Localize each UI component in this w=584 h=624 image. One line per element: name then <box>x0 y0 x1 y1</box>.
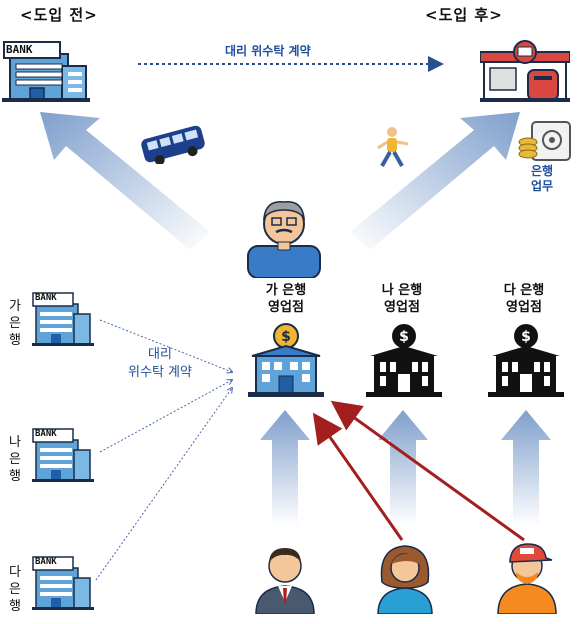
side-bank-da-icon: BANK <box>32 556 94 610</box>
businessman-icon <box>252 542 318 614</box>
svg-text:$: $ <box>399 329 409 345</box>
svg-text:$: $ <box>521 329 531 345</box>
branch-sub-ga: 영업점 <box>268 300 304 315</box>
contract-mid-line-2: 위수탁 계약 <box>128 365 192 380</box>
branch-sub-da: 영업점 <box>506 300 542 315</box>
woman-icon <box>372 542 438 614</box>
contract-label-mid: 대리 위수탁 계약 <box>110 346 210 382</box>
safe-money-icon <box>518 120 572 162</box>
bank-word-top: BANK <box>6 43 33 56</box>
side-bank-label-na: 나은행 <box>9 435 21 484</box>
up-arrow-2 <box>378 410 428 526</box>
side-bank-word-na: BANK <box>35 429 57 439</box>
branch-name-da: 다 은행 <box>503 283 545 298</box>
branch-label-ga: 가 은행 영업점 <box>244 282 328 316</box>
branch-name-na: 나 은행 <box>381 283 423 298</box>
bank-work-label: 은행 업무 <box>520 164 564 194</box>
contract-mid-line-1: 대리 <box>148 347 172 362</box>
dotted-line-2 <box>99 380 232 453</box>
side-bank-word-da: BANK <box>35 557 57 567</box>
young-person-cap-icon <box>494 538 560 614</box>
side-bank-label-da: 다은행 <box>9 565 21 614</box>
side-bank-label-ga: 가은행 <box>9 299 21 348</box>
arrow-up-left <box>40 112 210 250</box>
branch-label-na: 나 은행 영업점 <box>360 282 444 316</box>
side-bank-na-icon: BANK <box>32 428 94 482</box>
post-office-icon <box>480 40 570 102</box>
branch-building-da-icon: $ <box>486 322 566 398</box>
bank-building-icon: BANK <box>2 40 90 102</box>
red-arrow-2 <box>330 400 525 542</box>
side-bank-word-ga: BANK <box>35 293 57 303</box>
contract-label-top: 대리 위수탁 계약 <box>225 44 311 58</box>
svg-text:$: $ <box>281 329 291 345</box>
branch-label-da: 다 은행 영업점 <box>482 282 566 316</box>
bus-icon <box>138 124 208 164</box>
branch-building-ga-icon: $ <box>246 322 326 398</box>
bank-work-line-1: 은행 <box>530 164 554 178</box>
bank-work-line-2: 업무 <box>530 179 554 193</box>
branch-name-ga: 가 은행 <box>265 283 307 298</box>
side-bank-ga-icon: BANK <box>32 292 94 346</box>
before-title: <도입 전> <box>20 6 98 24</box>
arrow-up-right <box>350 112 520 250</box>
red-arrow-1 <box>312 412 404 541</box>
walking-person-icon <box>370 126 412 170</box>
up-arrow-1 <box>260 410 310 526</box>
up-arrow-3 <box>501 410 551 526</box>
dotted-line-3 <box>95 388 232 581</box>
branch-building-na-icon: $ <box>364 322 444 398</box>
elderly-man-icon <box>242 196 326 278</box>
after-title: <도입 후> <box>425 6 503 24</box>
branch-sub-na: 영업점 <box>384 300 420 315</box>
